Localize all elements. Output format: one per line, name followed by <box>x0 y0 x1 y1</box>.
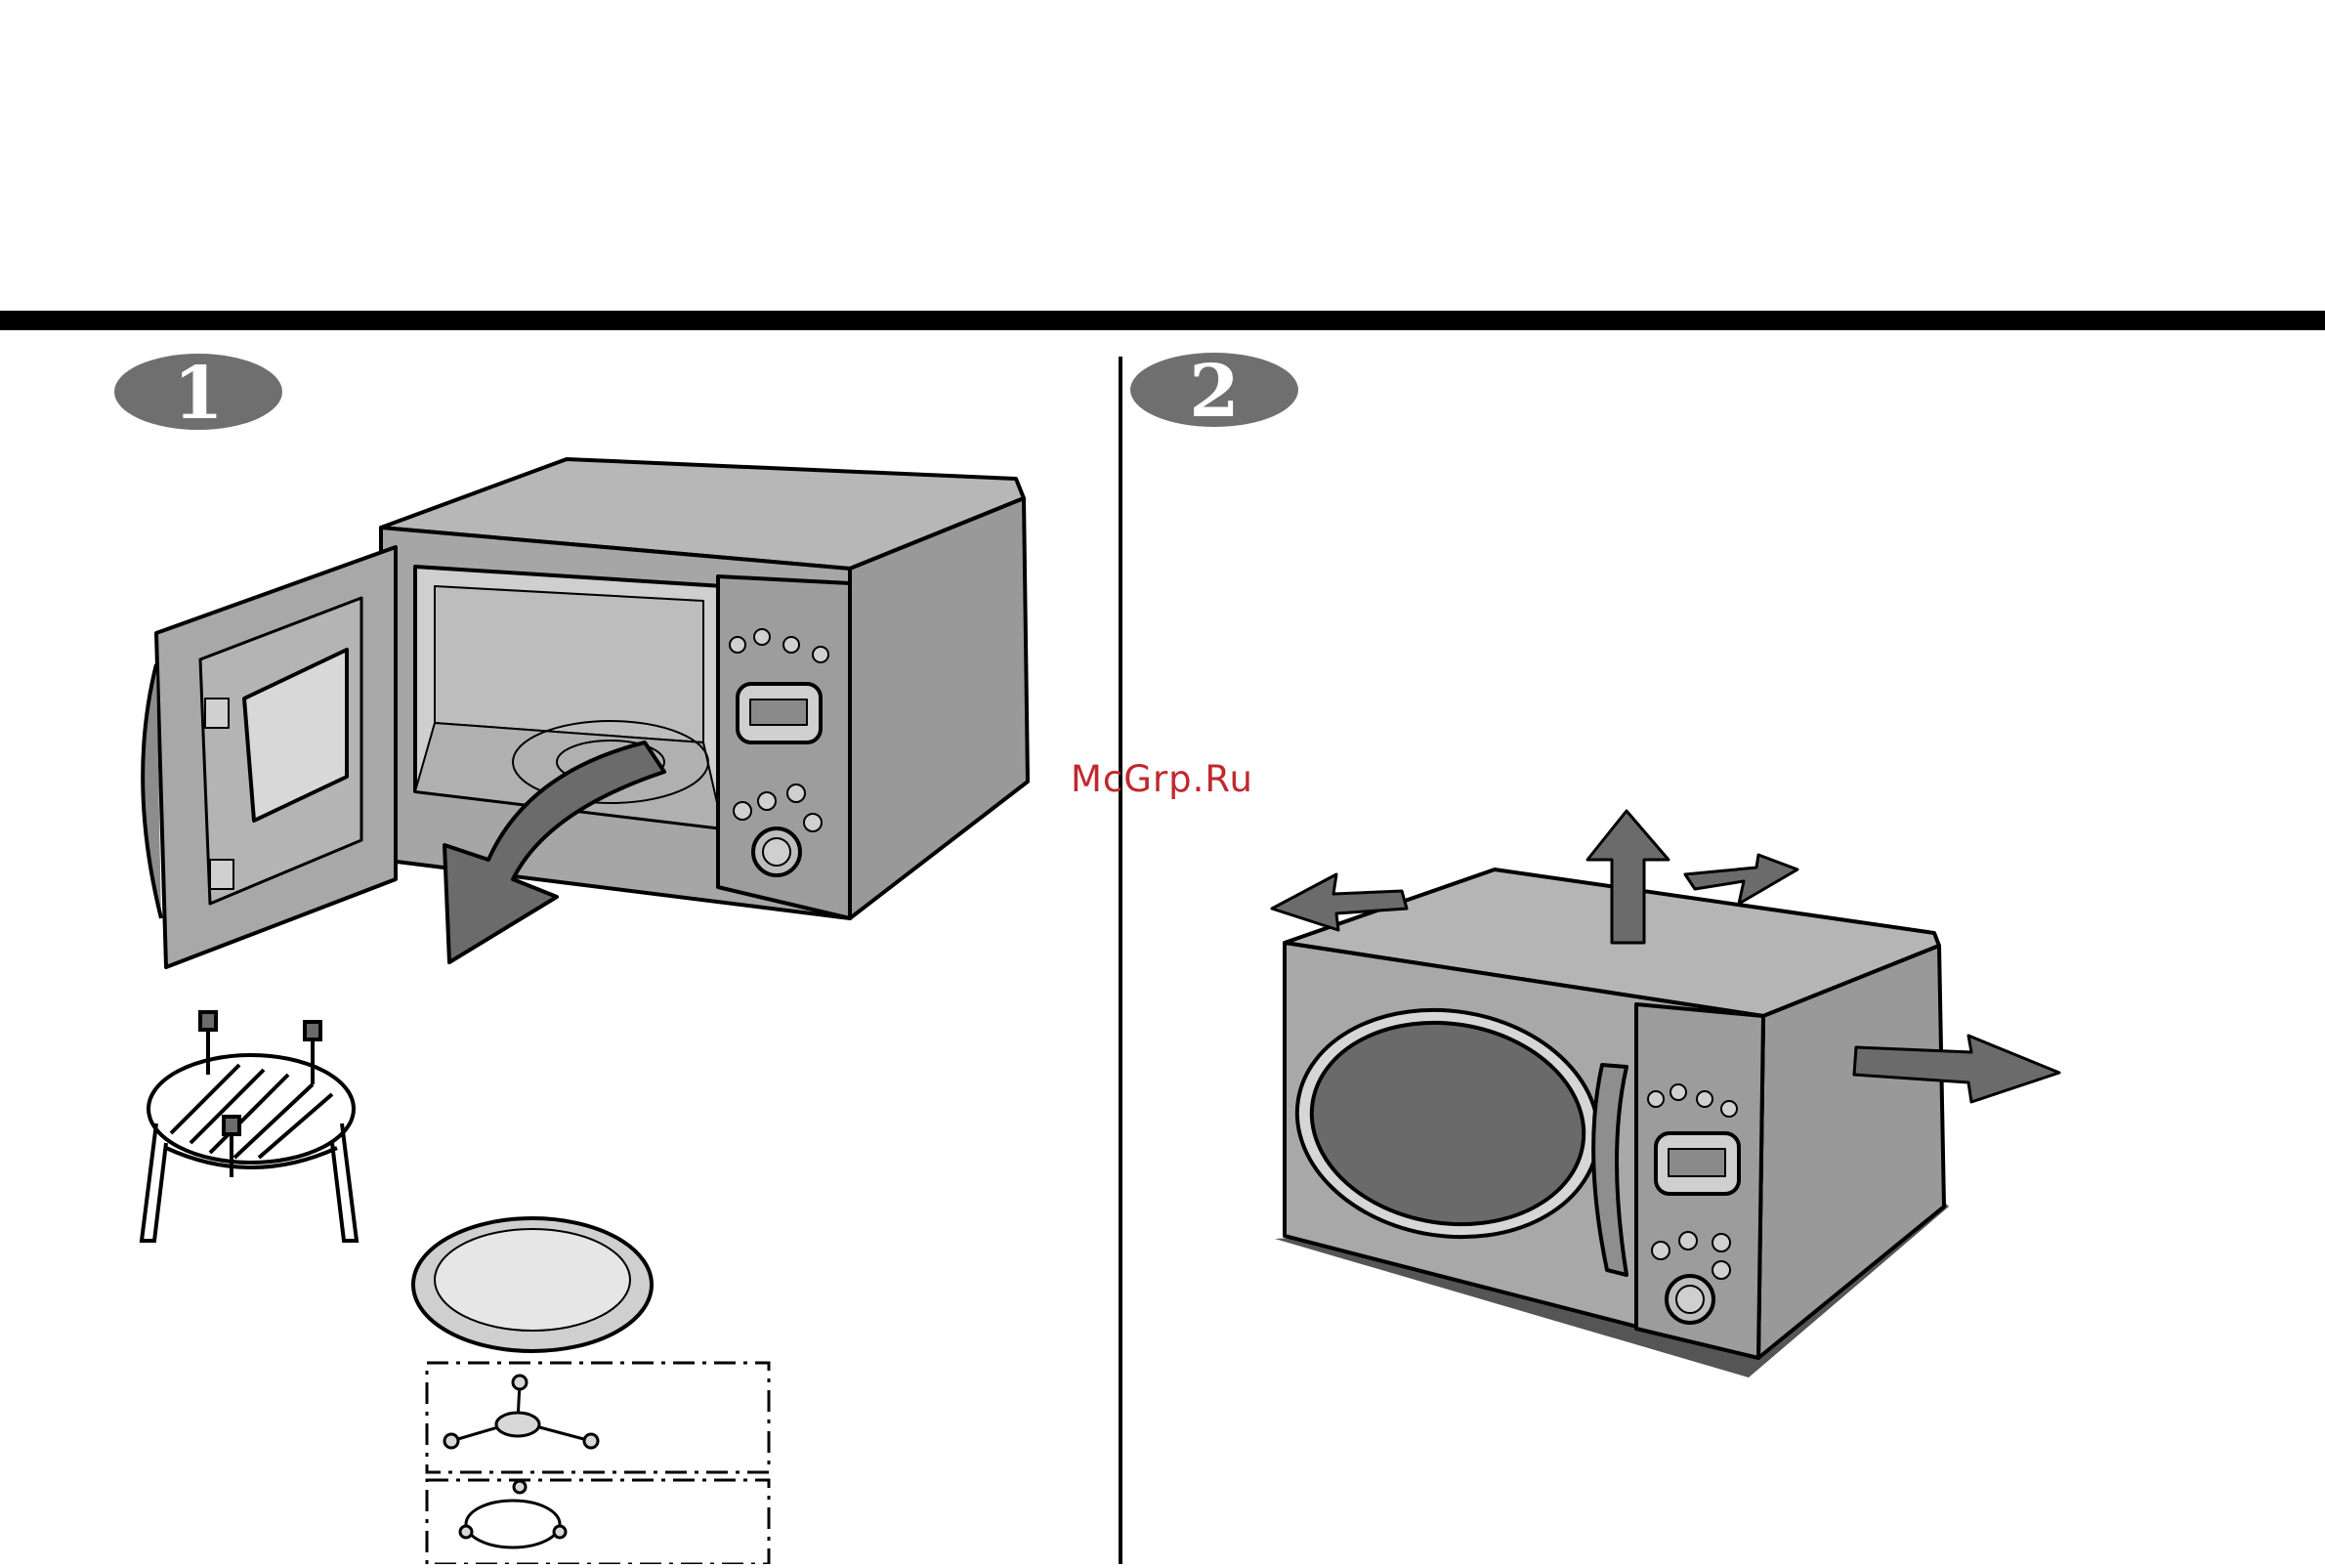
step-1-number: 1 <box>173 352 224 436</box>
roller-support-box <box>427 1363 769 1564</box>
column-divider <box>1119 357 1122 1564</box>
watermark-text: McGrp.Ru <box>1071 758 1253 800</box>
glass-tray-illustration <box>413 1218 652 1351</box>
grill-rack-illustration <box>142 1012 357 1241</box>
roller-coupler-illustration <box>444 1376 598 1448</box>
arrow-back-icon <box>1685 855 1797 904</box>
header-rule <box>0 311 2325 330</box>
step-2-badge: 2 <box>1130 350 1298 434</box>
roller-ring-illustration <box>460 1481 566 1547</box>
open-microwave-illustration <box>143 459 1028 967</box>
closed-microwave-illustration <box>1275 869 1949 1377</box>
step-1-badge: 1 <box>114 352 282 436</box>
step-2-number: 2 <box>1189 350 1240 434</box>
